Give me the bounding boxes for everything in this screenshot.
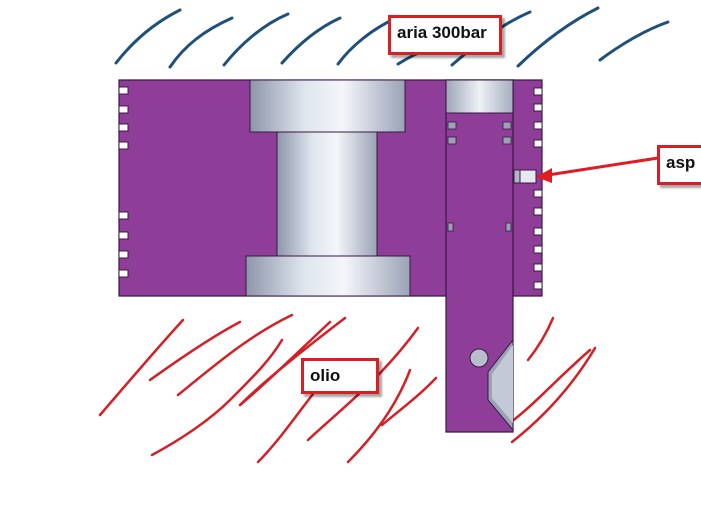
rail-body	[512, 79, 543, 297]
label-oil: olio	[301, 358, 379, 394]
asp-port	[513, 169, 537, 184]
label-asp: asp	[657, 145, 701, 185]
asp-arrow	[536, 156, 659, 183]
label-air-300bar: aria 300bar	[388, 15, 502, 55]
metal-spool	[245, 79, 411, 297]
vertical-plunger	[445, 79, 514, 433]
